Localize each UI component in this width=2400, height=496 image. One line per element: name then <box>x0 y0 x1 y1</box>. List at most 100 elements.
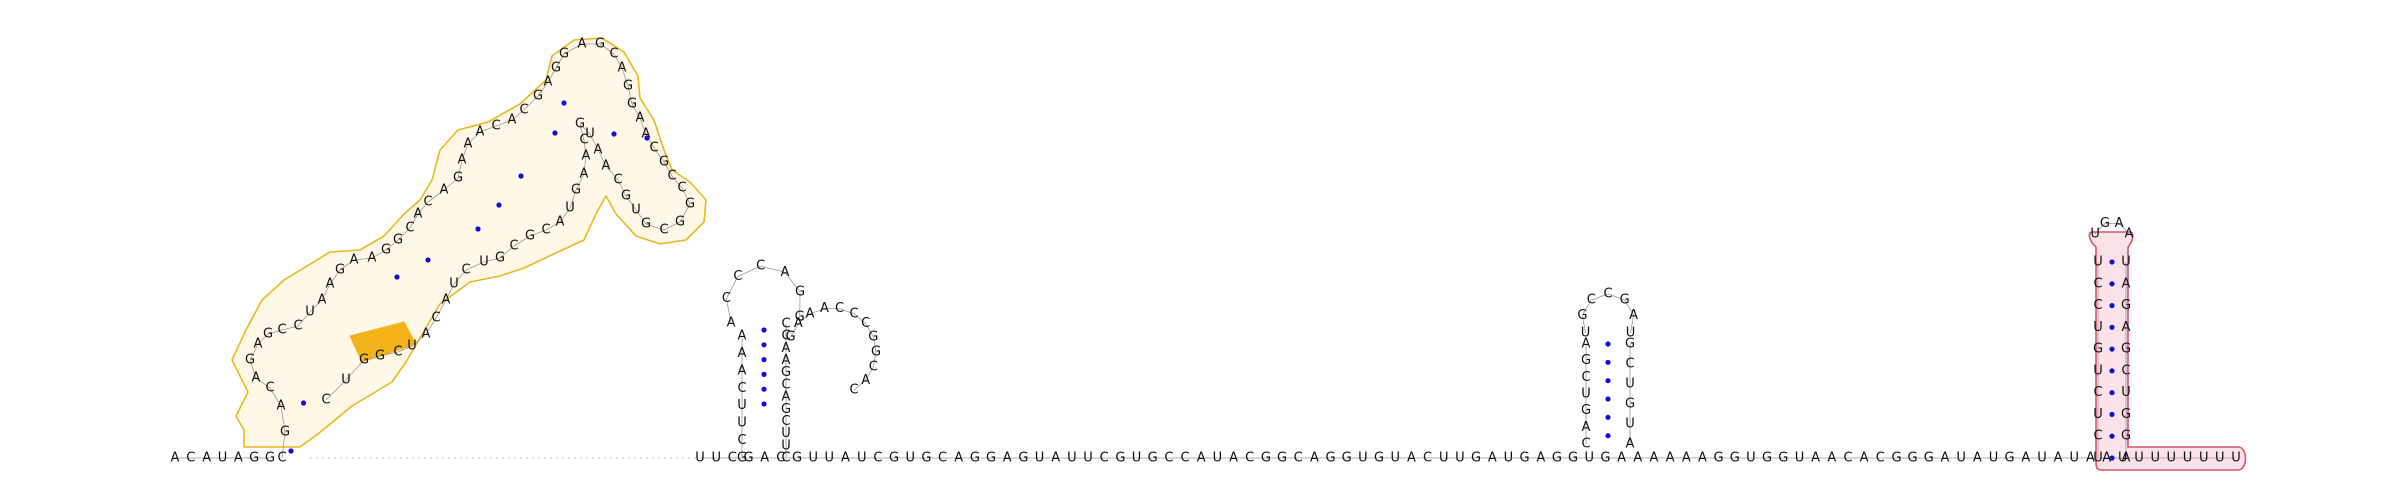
loop3-backbone <box>872 336 877 353</box>
hairpin4-left-strand-nt: A <box>1582 337 1591 352</box>
baseline-nt: U <box>2231 451 2241 466</box>
terminator-base-pair <box>2109 433 2115 439</box>
domain1-backbone <box>339 259 355 271</box>
domain1-nt: G <box>641 217 651 232</box>
domain1-backbone <box>555 53 565 69</box>
domain1-backbone <box>635 209 647 225</box>
base-pairs <box>288 100 2115 461</box>
baseline-nt: G <box>1924 451 1934 466</box>
domain1-backbone <box>653 147 665 163</box>
helix2-right-strand-nt: C <box>781 329 790 344</box>
hairpin4-loop-nt: G <box>1577 308 1587 323</box>
domain1-backbone <box>599 43 615 55</box>
baseline-nt: G <box>1730 451 1740 466</box>
baseline-nt: G <box>986 451 996 466</box>
helix2-right-strand-nt: U <box>781 438 791 453</box>
terminator-left-strand-nt: C <box>2093 429 2102 444</box>
baseline-nt: A <box>954 451 963 466</box>
baseline-nt: U <box>2167 451 2177 466</box>
domain1-backbone <box>371 249 387 259</box>
domain1-nt: G <box>659 155 669 170</box>
baseline-nt: G <box>1714 451 1724 466</box>
domain1-backbone <box>435 299 447 319</box>
domain1-base-pair <box>518 173 524 179</box>
domain1-backbone <box>427 189 445 203</box>
baseline-nt: U <box>695 451 705 466</box>
domain1-nt: U <box>407 339 417 354</box>
domain1-backbone <box>461 143 469 161</box>
terminator-right-strand-nt: A <box>2122 320 2131 335</box>
domain1-backbone <box>627 85 633 105</box>
baseline-nt: A <box>2021 451 2030 466</box>
domain1-backbone <box>257 333 269 345</box>
baseline-nt: G <box>2005 451 2015 466</box>
five-prime-segment-nt: C <box>186 451 195 466</box>
baseline-nt: A <box>1051 451 1060 466</box>
baseline-nt: G <box>1568 451 1578 466</box>
domain1-nt: A <box>618 61 627 76</box>
hairpin4-base-pair <box>1605 396 1611 402</box>
helix2-right-strand-nt: C <box>781 451 790 466</box>
domain1-nt: C <box>491 119 500 134</box>
domain1-backbone <box>465 261 485 271</box>
domain1-backbone <box>583 155 587 175</box>
domain1-nt: G <box>280 425 290 440</box>
domain1-nt: C <box>431 311 440 326</box>
domain1-nt: A <box>326 277 335 292</box>
hairpin4-right-strand-nt: U <box>1625 377 1635 392</box>
domain1-nt: G <box>375 349 385 364</box>
terminator-loop-nt: A <box>2124 226 2133 241</box>
domain1-base-pair <box>644 135 650 141</box>
domain1-nt: U <box>305 305 315 320</box>
terminator-left-strand-nt: G <box>2093 342 2103 357</box>
baseline-nt: U <box>2070 451 2080 466</box>
baseline-nt: A <box>2102 451 2111 466</box>
helix2-apical-loop-nt: C <box>722 291 731 306</box>
baseline-nt: U <box>1083 451 1093 466</box>
baseline-nt: U <box>2183 451 2193 466</box>
hairpin4-loop-backbone <box>1582 299 1592 316</box>
domain1-backbone <box>397 345 413 353</box>
domain1-nt: G <box>559 47 569 62</box>
domain1-backbone <box>631 103 641 119</box>
domain1-backbone <box>569 189 577 209</box>
domain1-backbone <box>409 213 419 229</box>
loop3-nt: A <box>794 316 803 331</box>
domain1-nt: C <box>461 263 470 278</box>
terminator-right-strand-nt: G <box>2121 342 2131 357</box>
terminator-left-strand-nt: U <box>2093 255 2103 270</box>
baseline-nt: A <box>1407 451 1416 466</box>
domain1-backbone <box>597 149 607 167</box>
baseline-nt: U <box>857 451 867 466</box>
baseline-nt: C <box>1843 451 1852 466</box>
domain1-backbone <box>663 221 681 231</box>
domain1-nt: A <box>458 153 467 168</box>
baseline-nt: U <box>808 451 818 466</box>
domain1-nt: G <box>595 37 605 52</box>
terminator-left-strand-nt: C <box>2093 276 2102 291</box>
loop3-backbone <box>865 323 874 338</box>
hairpin4-left-strand-nt: C <box>1581 370 1590 385</box>
helix2-apical-loop-backbone <box>726 298 732 324</box>
domain1-backbone <box>249 359 257 379</box>
baseline-nt: G <box>1471 451 1481 466</box>
hairpin4-right-strand-nt: G <box>1625 337 1635 352</box>
baseline-nt: U <box>1390 451 1400 466</box>
hairpin4-right-strand-nt: C <box>1625 357 1634 372</box>
domain1-nt: G <box>393 233 403 248</box>
baseline-nt: U <box>1439 451 1449 466</box>
domain1-backbone <box>479 125 497 133</box>
hairpin4-loop-nt: C <box>1603 287 1612 302</box>
helix2-right-strand-nt: A <box>782 390 791 405</box>
terminator-right-strand-nt: A <box>2122 276 2131 291</box>
hairpin4-right-strand-nt: G <box>1625 397 1635 412</box>
domain1-nt: C <box>277 323 286 338</box>
terminator-left-strand-nt: U <box>2093 363 2103 378</box>
hairpin4-left-strand-nt: C <box>1581 437 1590 452</box>
hairpin4-base-pair <box>1605 359 1611 365</box>
domain1-nt: A <box>636 111 645 126</box>
domain1-nt: G <box>533 89 543 104</box>
hairpin4-loop-backbone <box>1630 315 1634 334</box>
hairpin4-base-pair <box>1605 414 1611 420</box>
helix2-left-strand-nt: C <box>737 381 746 396</box>
